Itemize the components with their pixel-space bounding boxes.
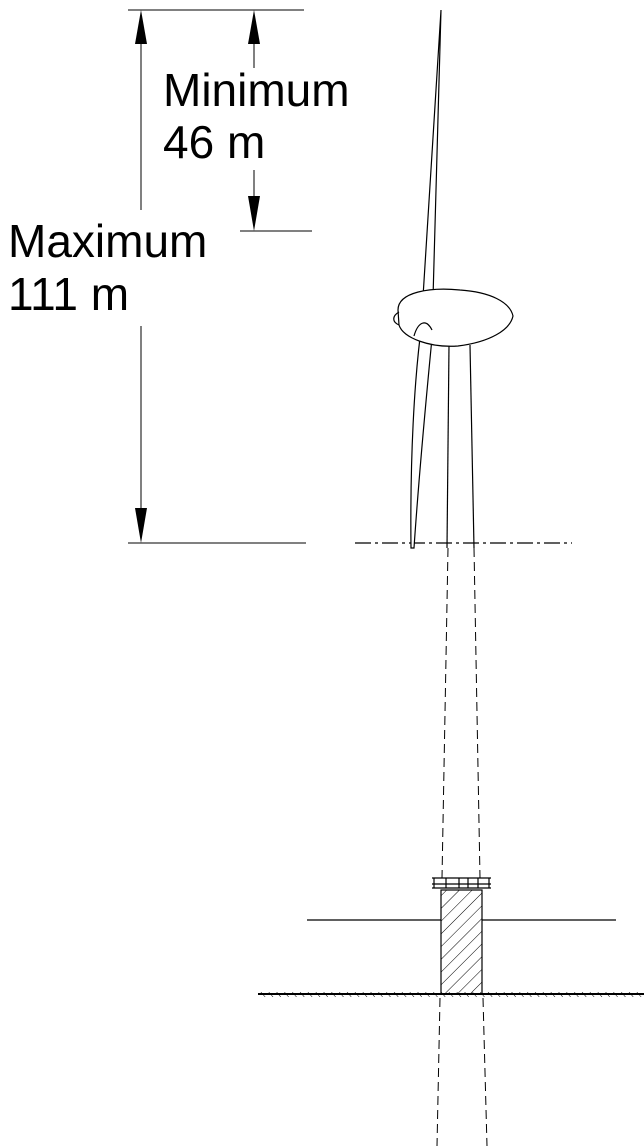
maximum-value: 111 m bbox=[8, 268, 129, 320]
blade-upper bbox=[422, 9, 442, 299]
submerged-tower bbox=[441, 547, 481, 879]
foundation bbox=[440, 889, 483, 995]
tower bbox=[446, 344, 475, 549]
blade-lower-root bbox=[413, 322, 433, 337]
maximum-dimension-arrow bbox=[135, 10, 147, 543]
minimum-value: 46 m bbox=[163, 116, 265, 168]
hub bbox=[393, 311, 400, 326]
transition-platform bbox=[432, 877, 491, 889]
minimum-label: Minimum bbox=[163, 64, 350, 116]
minimum-dimension-arrow bbox=[248, 10, 260, 231]
pile-below-seabed bbox=[436, 997, 488, 1146]
nacelle bbox=[397, 288, 514, 347]
maximum-label: Maximum bbox=[8, 215, 207, 267]
blade-lower bbox=[410, 320, 433, 549]
